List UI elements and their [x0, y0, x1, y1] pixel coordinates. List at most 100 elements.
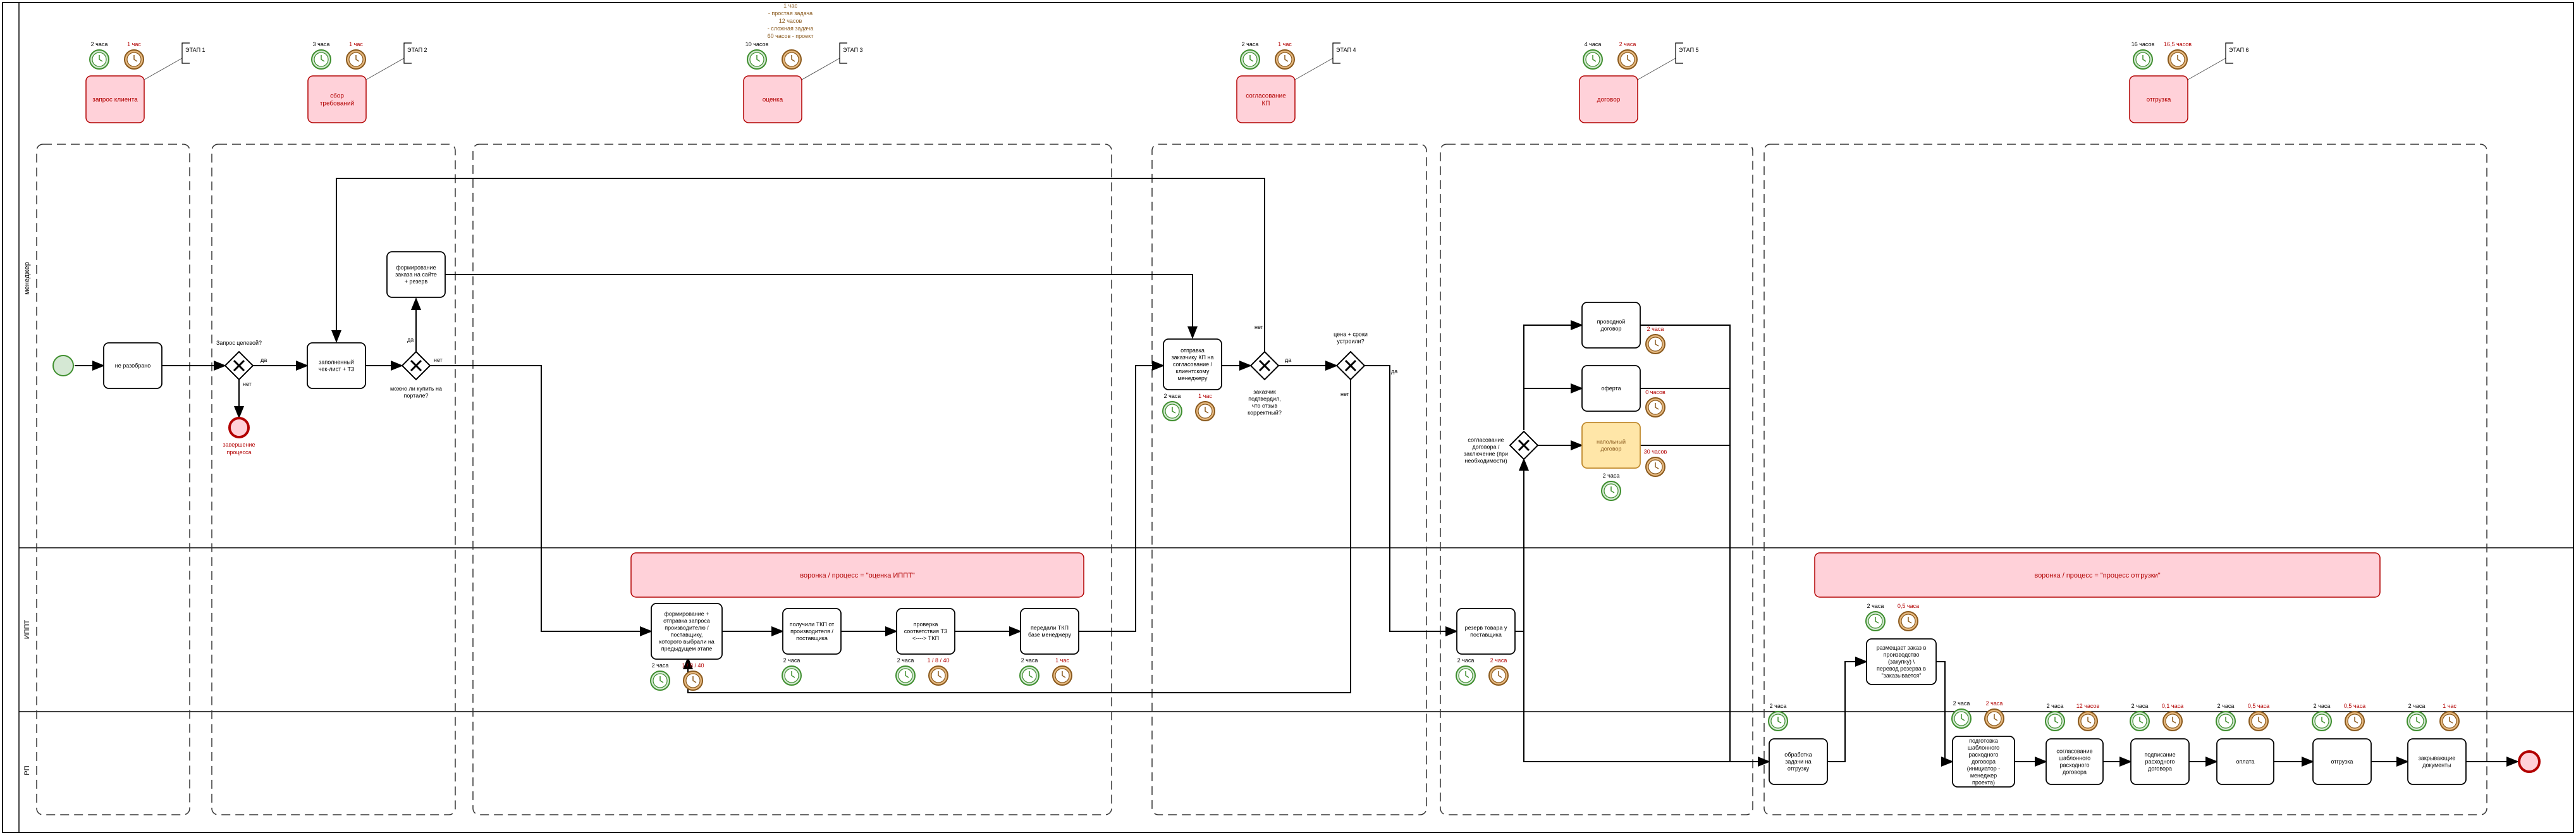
task-oferta: оферта — [1581, 365, 1641, 412]
timer-place-order-start: 2 часа — [1865, 603, 1886, 631]
start-event — [52, 355, 74, 376]
task-label-unsorted: не разобрано — [115, 362, 151, 369]
stage-timer-start-6: 16 часов — [2131, 41, 2155, 70]
stage-annotation-bracket-2 — [403, 42, 412, 64]
timer-sign-contract-start: 2 часа — [2130, 703, 2150, 731]
timer-pass-tkp-start-label: 2 часа — [1021, 657, 1038, 664]
timer-wire-contract-end-label: 2 часа — [1647, 326, 1664, 332]
stage-box-label-1: запрос клиента — [92, 97, 138, 104]
stage-timer-start-5: 4 часа — [1583, 41, 1603, 70]
stage-timer-end-2: 1 час — [346, 41, 366, 70]
timer-sign-contract-end-label: 0,1 часа — [2162, 703, 2183, 709]
flow-label-yes-4: да — [1391, 368, 1397, 374]
estimate-note-line-1: 1 час — [783, 3, 797, 9]
stage-box-1 — [85, 75, 145, 123]
timer-receive-tkp-start-label: 2 часа — [783, 657, 800, 664]
flow-gw4-yes-to-reserve — [1365, 365, 1458, 636]
stage-timer-start-4: 2 часа — [1240, 41, 1260, 70]
timer-oferta-end: 0 часов — [1645, 389, 1665, 418]
timer-shipment-end-label: 0,5 часа — [2344, 703, 2365, 709]
sequence-flows — [75, 178, 2519, 767]
timer-reserve-start: 2 часа — [1456, 657, 1476, 686]
timer-close-docs-end-label: 1 час — [2443, 703, 2456, 709]
estimate-note-line-5: 60 часов - проект — [768, 33, 814, 39]
end-event-reject-label-2: процесса — [227, 449, 252, 455]
timer-approve-template-end: 12 часов — [2076, 703, 2100, 731]
stage-timer-end-5-label: 2 часа — [1619, 41, 1636, 47]
timer-close-docs-start: 2 часа — [2407, 703, 2427, 731]
stage-box-label-3: оценка — [763, 97, 783, 104]
stage-box-label-6: отгрузка — [2147, 97, 2171, 104]
stage-timer-end-1: 1 час — [124, 41, 144, 70]
timer-prepare-template-start: 2 часа — [1951, 700, 1972, 729]
flow-label-yes-3: да — [1285, 357, 1291, 363]
flow-pass-to-offer — [1079, 361, 1165, 632]
timer-process-task-start-label: 2 часа — [1770, 703, 1787, 709]
timer-reserve-end-label: 2 часа — [1490, 657, 1507, 664]
timer-process-task-start: 2 часа — [1768, 703, 1788, 731]
flow-label-yes-2: да — [407, 337, 414, 343]
stage-group-4 — [1151, 144, 1427, 815]
funnel-banner-ship-label: воронка / процесс = "процесс отгрузки" — [2034, 572, 2160, 579]
stage-annotation-text-5: ЭТАП 5 — [1679, 47, 1699, 53]
timer-wire-contract-end: 2 часа — [1645, 326, 1665, 354]
stage-timer-start-2: 3 часа — [311, 41, 331, 70]
timer-paper-contract-start: 2 часа — [1601, 473, 1621, 501]
timer-sign-contract-end: 0,1 часа — [2162, 703, 2183, 731]
stage-timer-start-4-label: 2 часа — [1242, 41, 1259, 47]
timer-paper-contract-end-label: 30 часов — [1644, 448, 1667, 455]
stage-timer-end-4: 1 час — [1275, 41, 1295, 70]
gateway-request-label: Запрос целевой? — [216, 340, 262, 346]
timer-form-request-start: 2 часа — [650, 662, 670, 691]
stage-timer-end-3 — [782, 49, 802, 70]
timer-prepare-template-end-label: 2 часа — [1986, 700, 2003, 707]
flow-label-no-3: нет — [1254, 324, 1263, 330]
timer-oferta-end-label: 0 часов — [1645, 389, 1665, 395]
timer-prepare-template-start-label: 2 часа — [1953, 700, 1970, 707]
stage-annotation-bracket-5 — [1675, 42, 1683, 64]
timer-place-order-start-label: 2 часа — [1867, 603, 1884, 609]
flow-place-to-prepare — [1936, 661, 1954, 767]
stage-annotation-text-4: ЭТАП 4 — [1336, 47, 1356, 53]
timer-close-docs-start-label: 2 часа — [2408, 703, 2426, 709]
stage-annotation-line-4 — [1294, 58, 1334, 80]
timer-shipment-end: 0,5 часа — [2344, 703, 2365, 731]
stage-box-6 — [2129, 75, 2188, 123]
stage-group-5 — [1440, 144, 1753, 815]
task-label-payment: оплата — [2236, 758, 2255, 765]
stage-timer-end-2-label: 1 час — [349, 41, 363, 47]
stage-timer-end-1-label: 1 час — [127, 41, 141, 47]
stage-box-2 — [307, 75, 367, 123]
stage-annotation-bracket-4 — [1332, 42, 1340, 64]
task-shipment: отгрузка — [2312, 738, 2372, 785]
stage-annotation-line-2 — [365, 58, 405, 80]
stage-annotation-line-1 — [144, 58, 183, 80]
timer-send-offer-end-label: 1 час — [1198, 393, 1212, 399]
timer-check-tkp-start-label: 2 часа — [897, 657, 914, 664]
